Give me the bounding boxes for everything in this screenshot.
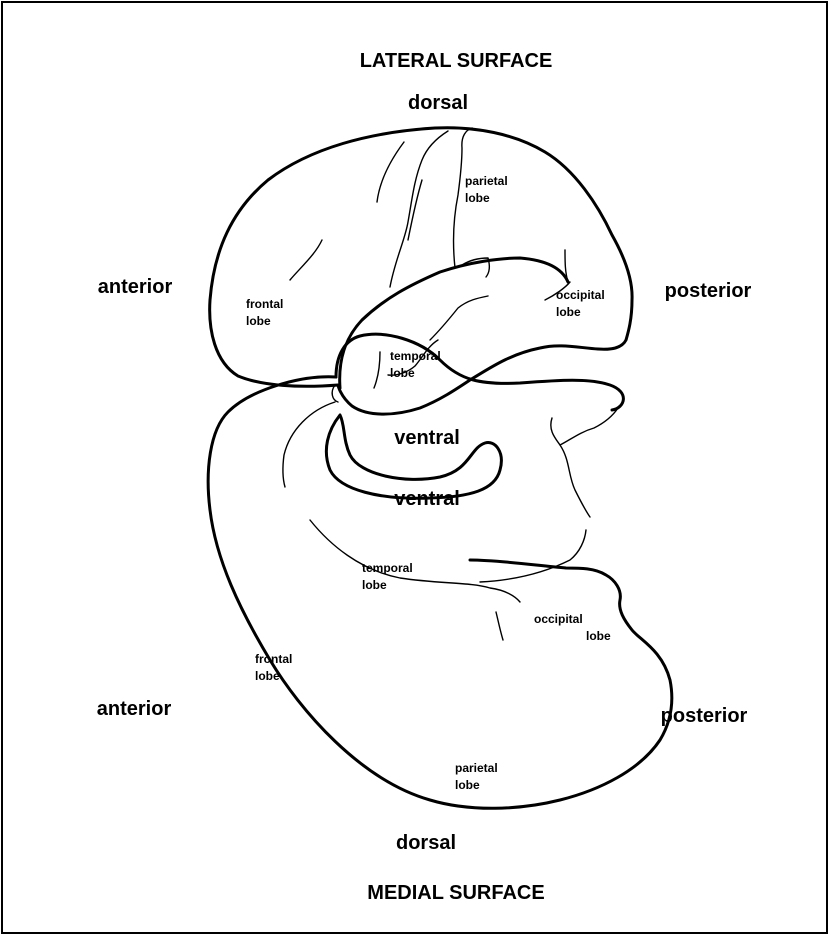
lateral-posterior-label: posterior (664, 280, 752, 302)
sylvian-fissure (338, 256, 570, 390)
lateral-brain-outline (208, 126, 634, 416)
medial-ventral-label: ventral (394, 488, 460, 510)
medial-surface-title: MEDIAL SURFACE (367, 882, 545, 904)
medial-anterior-label: anterior (96, 698, 172, 720)
lateral-surface-title: LATERAL SURFACE (359, 50, 553, 72)
medial-temporal-bulge (334, 332, 625, 412)
medial-dorsal-label: dorsal (395, 832, 457, 854)
medial-brain-drawing (206, 332, 674, 810)
medial-posterior-label: posterior (660, 705, 748, 727)
corpus-callosum (324, 413, 503, 500)
medial-brain-outline (206, 375, 674, 810)
lateral-brain-drawing (208, 126, 634, 416)
lateral-ventral-label: ventral (394, 427, 460, 449)
lateral-dorsal-label: dorsal (407, 92, 469, 114)
lateral-anterior-label: anterior (97, 276, 173, 298)
